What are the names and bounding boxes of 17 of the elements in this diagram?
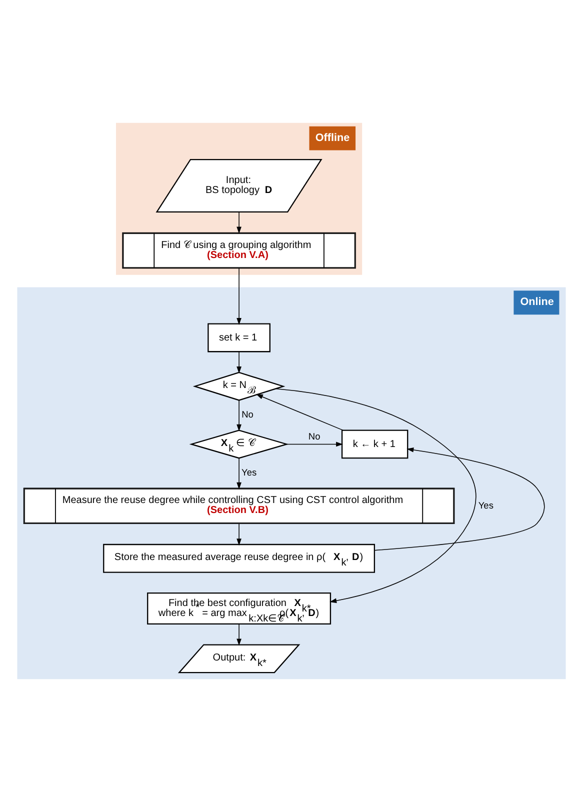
node-box: set k = 1 <box>208 323 270 352</box>
node-box: k ← k + 1 <box>341 430 408 459</box>
arrow <box>236 212 242 234</box>
arrow <box>236 624 242 646</box>
arrow <box>374 447 545 551</box>
edge-label: No <box>308 431 320 442</box>
arrow <box>275 388 476 604</box>
edge-label: No <box>242 410 254 420</box>
arrow <box>236 524 242 546</box>
arrow <box>236 268 242 325</box>
arrow <box>236 400 242 432</box>
arrow <box>236 458 242 490</box>
arrow <box>286 442 344 447</box>
arrow <box>256 394 344 431</box>
edge-label: Yes <box>242 468 257 478</box>
edge-label: Yes <box>478 500 494 510</box>
arrow <box>236 351 242 374</box>
